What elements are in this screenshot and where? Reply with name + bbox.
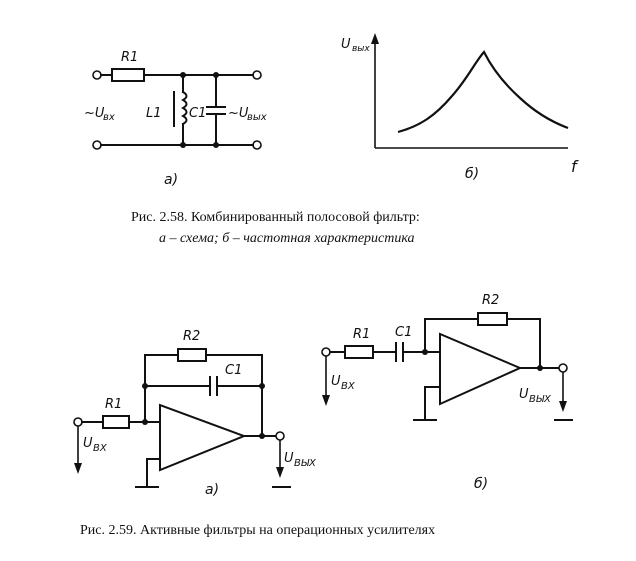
left-label-u-out-sub: ВЫХ [294, 458, 317, 469]
right-output-terminal [558, 363, 568, 373]
label-u-out: ~U [228, 106, 249, 121]
caption-fig258-line2: а – схема; б – частотная характеристика [159, 231, 415, 246]
right-input-terminal [321, 347, 331, 357]
input-terminal-bottom [92, 140, 102, 150]
left-resistor-r2 [177, 348, 207, 362]
input-terminal-top [92, 70, 102, 80]
left-label-r2: R2 [183, 329, 200, 344]
fig259-right-circuit: R1 C1 R2 U ВХ U ВЫХ б) [321, 293, 573, 492]
y-axis-label-sub: вых [352, 44, 370, 54]
left-label-u-out: U [284, 451, 294, 466]
label-r1: R1 [121, 50, 138, 65]
right-label-u-in: U [331, 374, 341, 389]
left-opamp [159, 403, 247, 472]
output-terminal-top [252, 70, 262, 80]
y-axis-label: U [341, 37, 351, 52]
caption-fig258-line1: Рис. 2.58. Комбинированный полосовой фил… [131, 210, 420, 225]
response-curve [397, 50, 569, 134]
right-label-r1: R1 [353, 327, 370, 342]
left-label-c1: C1 [225, 363, 242, 378]
right-label-c1: C1 [395, 325, 412, 340]
x-axis-label: f [571, 157, 579, 176]
fig258-circuit: R1 L1 C1 ~U вх ~U вых а) [84, 50, 267, 188]
capacitor-c1 [206, 74, 226, 146]
output-terminal-bottom [252, 140, 262, 150]
label-c1: C1 [189, 106, 206, 121]
fig259-left-circuit: R1 R2 C1 U ВХ U ВЫХ а) [73, 329, 317, 498]
panel-label-a: а) [164, 172, 178, 188]
panel-label-b: б) [465, 166, 479, 182]
label-l1: L1 [146, 106, 162, 121]
resistor-r1 [111, 68, 145, 82]
label-u-out-sub: вых [247, 112, 267, 123]
fig258-response: U вых f б) [341, 33, 579, 182]
right-label-r2: R2 [482, 293, 499, 308]
label-u-in: ~U [84, 106, 105, 121]
caption-fig259: Рис. 2.59. Активные фильтры на операцион… [80, 523, 435, 538]
left-resistor-r1 [102, 415, 130, 429]
left-output-terminal [275, 431, 285, 441]
right-label-u-out: U [519, 387, 529, 402]
inductor-l1 [173, 74, 188, 146]
left-input-terminal [73, 417, 83, 427]
left-panel-label: а) [205, 482, 219, 498]
right-resistor-r1 [344, 345, 374, 359]
right-label-u-in-sub: ВХ [341, 381, 356, 392]
right-resistor-r2 [477, 312, 508, 326]
left-label-r1: R1 [105, 397, 122, 412]
right-panel-label: б) [474, 476, 488, 492]
right-capacitor-c1 [395, 342, 404, 362]
right-opamp [439, 332, 523, 406]
left-label-u-in: U [83, 436, 93, 451]
left-label-u-in-sub: ВХ [93, 443, 108, 454]
right-label-u-out-sub: ВЫХ [529, 394, 552, 405]
label-u-in-sub: вх [103, 112, 115, 123]
